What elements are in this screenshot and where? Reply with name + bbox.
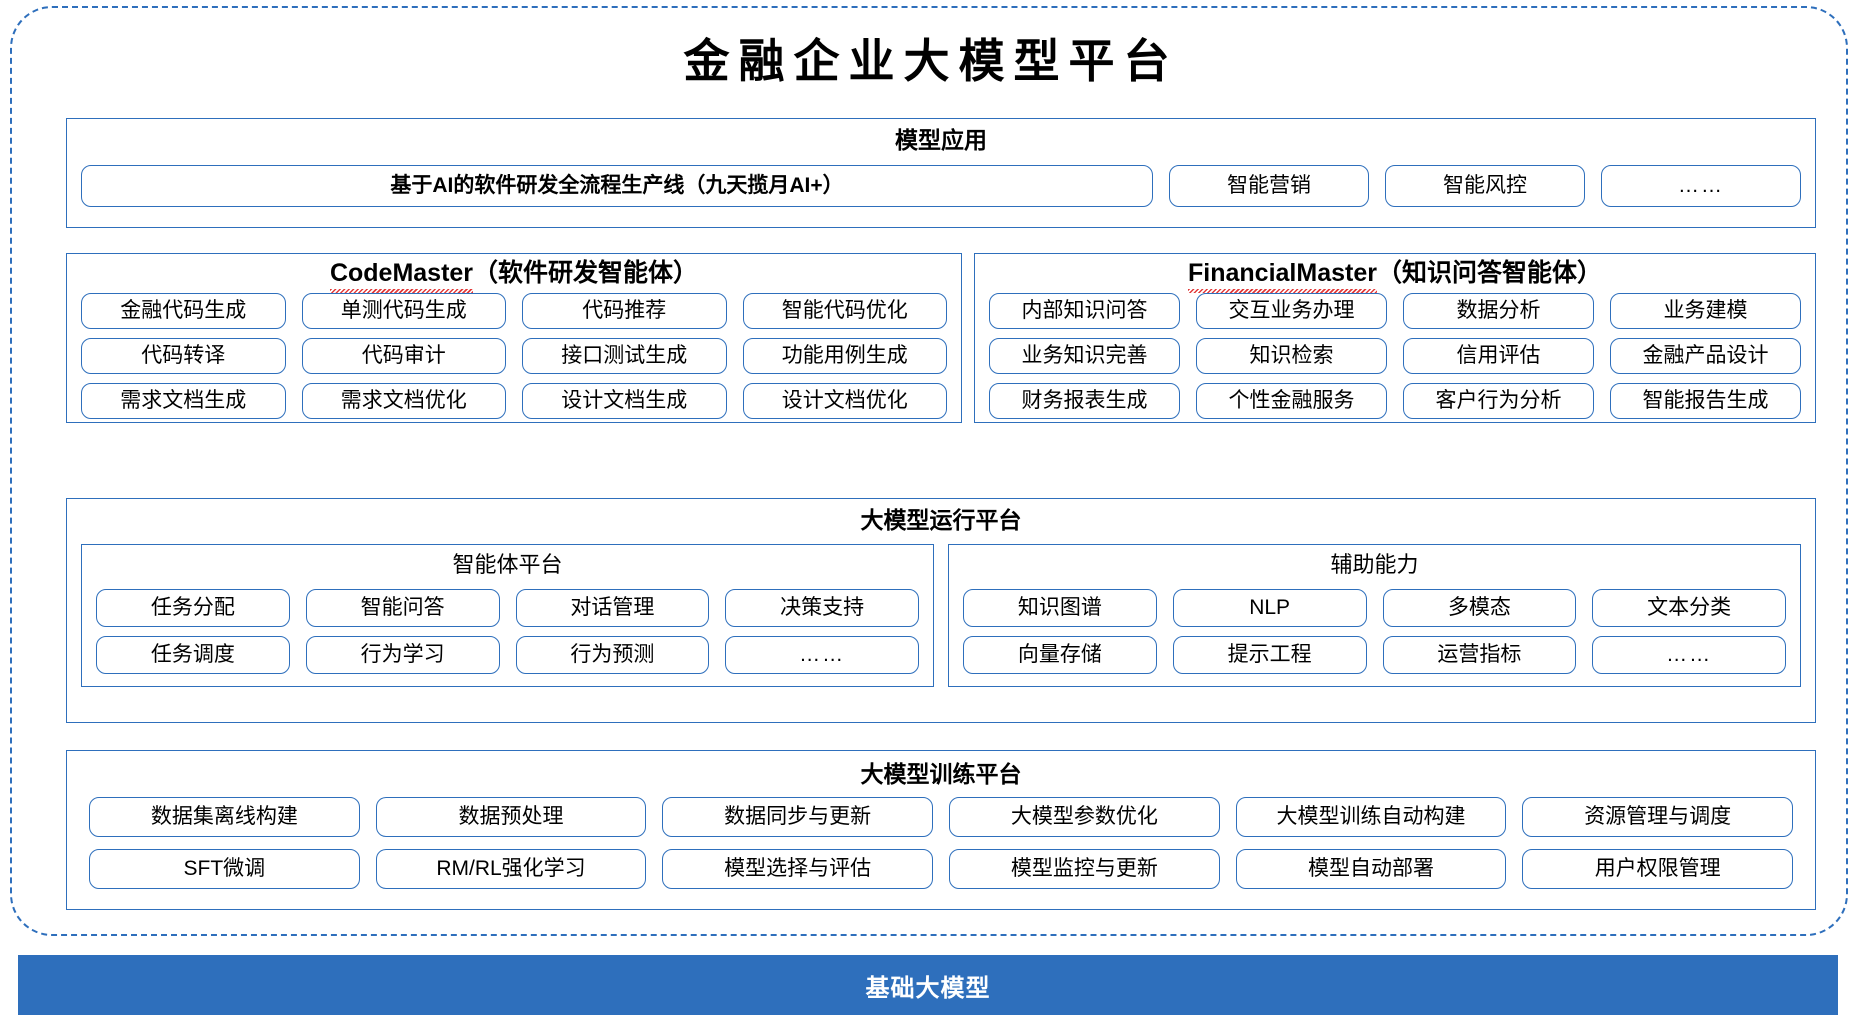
- section-title-code-master: CodeMaster（软件研发智能体）: [67, 257, 961, 293]
- chip-smart-qa[interactable]: 智能问答: [305, 589, 500, 627]
- chip-design-doc-opt[interactable]: 设计文档优化: [742, 383, 947, 419]
- subpanel-agent-platform: 智能体平台 任务分配 智能问答 对话管理 决策支持 任务调度 行为学习 行为预测…: [81, 544, 934, 687]
- chip-operation-metrics[interactable]: 运营指标: [1382, 636, 1577, 674]
- section-runtime-platform: 大模型运行平台 智能体平台 任务分配 智能问答 对话管理 决策支持 任务调度 行…: [66, 498, 1816, 723]
- chip-user-permission-management[interactable]: 用户权限管理: [1522, 849, 1794, 889]
- code-master-row-2: 代码转译 代码审计 接口测试生成 功能用例生成: [81, 338, 947, 374]
- section-financial-master: FinancialMaster（知识问答智能体） 内部知识问答 交互业务办理 数…: [974, 253, 1816, 423]
- chip-knowledge-graph[interactable]: 知识图谱: [963, 589, 1157, 627]
- chip-design-doc-gen[interactable]: 设计文档生成: [522, 383, 727, 419]
- chip-credit-assessment[interactable]: 信用评估: [1403, 338, 1594, 374]
- financial-master-grid: 内部知识问答 交互业务办理 数据分析 业务建模 业务知识完善 知识检索 信用评估…: [989, 293, 1801, 419]
- chip-model-selection-eval[interactable]: 模型选择与评估: [662, 849, 934, 889]
- chip-vector-storage[interactable]: 向量存储: [963, 636, 1157, 674]
- subpanel-title-agent-platform: 智能体平台: [452, 552, 563, 577]
- section-title-model-application: 模型应用: [895, 127, 987, 153]
- chip-ai-sdlc-pipeline[interactable]: 基于AI的软件研发全流程生产线（九天揽月AI+）: [81, 165, 1153, 207]
- chip-support-more[interactable]: ……: [1592, 636, 1786, 674]
- application-chip-row: 基于AI的软件研发全流程生产线（九天揽月AI+） 智能营销 智能风控 ……: [81, 165, 1801, 207]
- agent-platform-row-2: 任务调度 行为学习 行为预测 ……: [96, 636, 919, 674]
- chip-data-preprocessing[interactable]: 数据预处理: [375, 797, 647, 837]
- section-model-application: 模型应用 基于AI的软件研发全流程生产线（九天揽月AI+） 智能营销 智能风控 …: [66, 118, 1816, 228]
- chip-nlp[interactable]: NLP: [1172, 589, 1367, 627]
- code-master-suffix: （软件研发智能体）: [473, 259, 699, 287]
- support-row-2: 向量存储 提示工程 运营指标 ……: [963, 636, 1786, 674]
- chip-multimodal[interactable]: 多模态: [1382, 589, 1577, 627]
- outer-dashed-frame: 金融企业大模型平台 模型应用 基于AI的软件研发全流程生产线（九天揽月AI+） …: [10, 6, 1848, 936]
- section-title-training-platform: 大模型训练平台: [860, 761, 1022, 787]
- chip-functional-case-gen[interactable]: 功能用例生成: [742, 338, 947, 374]
- chip-api-test-gen[interactable]: 接口测试生成: [522, 338, 727, 374]
- agent-platform-row-1: 任务分配 智能问答 对话管理 决策支持: [96, 589, 919, 627]
- chip-code-translation[interactable]: 代码转译: [81, 338, 286, 374]
- chip-smart-marketing[interactable]: 智能营销: [1169, 165, 1369, 207]
- chip-task-scheduling[interactable]: 任务调度: [96, 636, 290, 674]
- page-title: 金融企业大模型平台: [683, 36, 1179, 87]
- financial-master-suffix: （知识问答智能体）: [1376, 259, 1602, 287]
- chip-smart-code-optimization[interactable]: 智能代码优化: [742, 293, 947, 329]
- section-training-platform: 大模型训练平台 数据集离线构建 数据预处理 数据同步与更新 大模型参数优化 大模…: [66, 750, 1816, 910]
- financial-master-row-3: 财务报表生成 个性金融服务 客户行为分析 智能报告生成: [989, 383, 1801, 419]
- chip-dialog-management[interactable]: 对话管理: [515, 589, 710, 627]
- chip-business-modeling[interactable]: 业务建模: [1610, 293, 1801, 329]
- subpanel-support-capability: 辅助能力 知识图谱 NLP 多模态 文本分类 向量存储 提示工程 运营指标 ……: [948, 544, 1801, 687]
- subpanel-title-support-capability: 辅助能力: [1330, 552, 1419, 577]
- chip-model-param-optimization[interactable]: 大模型参数优化: [949, 797, 1220, 837]
- code-master-name: CodeMaster: [329, 257, 474, 293]
- chip-code-recommendation[interactable]: 代码推荐: [522, 293, 727, 329]
- chip-internal-knowledge-qa[interactable]: 内部知识问答: [989, 293, 1180, 329]
- chip-unit-test-code-gen[interactable]: 单测代码生成: [301, 293, 506, 329]
- chip-behavior-prediction[interactable]: 行为预测: [515, 636, 710, 674]
- chip-requirement-doc-gen[interactable]: 需求文档生成: [81, 383, 286, 419]
- chip-sft-finetune[interactable]: SFT微调: [89, 849, 360, 889]
- chip-dataset-offline-build[interactable]: 数据集离线构建: [89, 797, 360, 837]
- chip-agent-platform-more[interactable]: ……: [725, 636, 919, 674]
- chip-data-sync-update[interactable]: 数据同步与更新: [662, 797, 934, 837]
- runtime-columns: 智能体平台 任务分配 智能问答 对话管理 决策支持 任务调度 行为学习 行为预测…: [81, 544, 1801, 687]
- chip-business-knowledge-improve[interactable]: 业务知识完善: [989, 338, 1180, 374]
- training-row-1: 数据集离线构建 数据预处理 数据同步与更新 大模型参数优化 大模型训练自动构建 …: [89, 797, 1794, 837]
- chip-data-analysis[interactable]: 数据分析: [1403, 293, 1594, 329]
- chip-model-monitor-update[interactable]: 模型监控与更新: [949, 849, 1220, 889]
- chip-task-allocation[interactable]: 任务分配: [96, 589, 290, 627]
- chip-financial-code-gen[interactable]: 金融代码生成: [81, 293, 286, 329]
- chip-behavior-learning[interactable]: 行为学习: [305, 636, 500, 674]
- chip-personalized-finance[interactable]: 个性金融服务: [1196, 383, 1387, 419]
- financial-master-row-1: 内部知识问答 交互业务办理 数据分析 业务建模: [989, 293, 1801, 329]
- base-model-bar: 基础大模型: [18, 955, 1838, 1015]
- chip-rm-rl-learning[interactable]: RM/RL强化学习: [375, 849, 647, 889]
- chip-financial-product-design[interactable]: 金融产品设计: [1610, 338, 1801, 374]
- training-row-2: SFT微调 RM/RL强化学习 模型选择与评估 模型监控与更新 模型自动部署 用…: [89, 849, 1794, 889]
- code-master-grid: 金融代码生成 单测代码生成 代码推荐 智能代码优化 代码转译 代码审计 接口测试…: [81, 293, 947, 419]
- financial-master-name: FinancialMaster: [1188, 257, 1377, 293]
- financial-master-row-2: 业务知识完善 知识检索 信用评估 金融产品设计: [989, 338, 1801, 374]
- section-title-runtime-platform: 大模型运行平台: [860, 507, 1022, 533]
- chip-smart-report-gen[interactable]: 智能报告生成: [1610, 383, 1801, 419]
- training-grid: 数据集离线构建 数据预处理 数据同步与更新 大模型参数优化 大模型训练自动构建 …: [89, 797, 1794, 889]
- code-master-row-1: 金融代码生成 单测代码生成 代码推荐 智能代码优化: [81, 293, 947, 329]
- chip-decision-support[interactable]: 决策支持: [725, 589, 919, 627]
- chip-text-classification[interactable]: 文本分类: [1592, 589, 1786, 627]
- chip-model-auto-deploy[interactable]: 模型自动部署: [1235, 849, 1507, 889]
- section-code-master: CodeMaster（软件研发智能体） 金融代码生成 单测代码生成 代码推荐 智…: [66, 253, 962, 423]
- chip-customer-behavior-analysis[interactable]: 客户行为分析: [1403, 383, 1594, 419]
- base-model-label: 基础大模型: [865, 974, 991, 1002]
- section-title-financial-master: FinancialMaster（知识问答智能体）: [975, 257, 1815, 293]
- support-row-1: 知识图谱 NLP 多模态 文本分类: [963, 589, 1786, 627]
- chip-application-more[interactable]: ……: [1601, 165, 1801, 207]
- chip-knowledge-retrieval[interactable]: 知识检索: [1196, 338, 1387, 374]
- chip-training-auto-build[interactable]: 大模型训练自动构建: [1235, 797, 1507, 837]
- chip-requirement-doc-opt[interactable]: 需求文档优化: [301, 383, 506, 419]
- chip-resource-management[interactable]: 资源管理与调度: [1522, 797, 1794, 837]
- chip-prompt-engineering[interactable]: 提示工程: [1172, 636, 1367, 674]
- code-master-row-3: 需求文档生成 需求文档优化 设计文档生成 设计文档优化: [81, 383, 947, 419]
- chip-financial-report-gen[interactable]: 财务报表生成: [989, 383, 1180, 419]
- chip-interactive-business[interactable]: 交互业务办理: [1196, 293, 1387, 329]
- chip-code-audit[interactable]: 代码审计: [301, 338, 506, 374]
- chip-smart-risk-control[interactable]: 智能风控: [1385, 165, 1585, 207]
